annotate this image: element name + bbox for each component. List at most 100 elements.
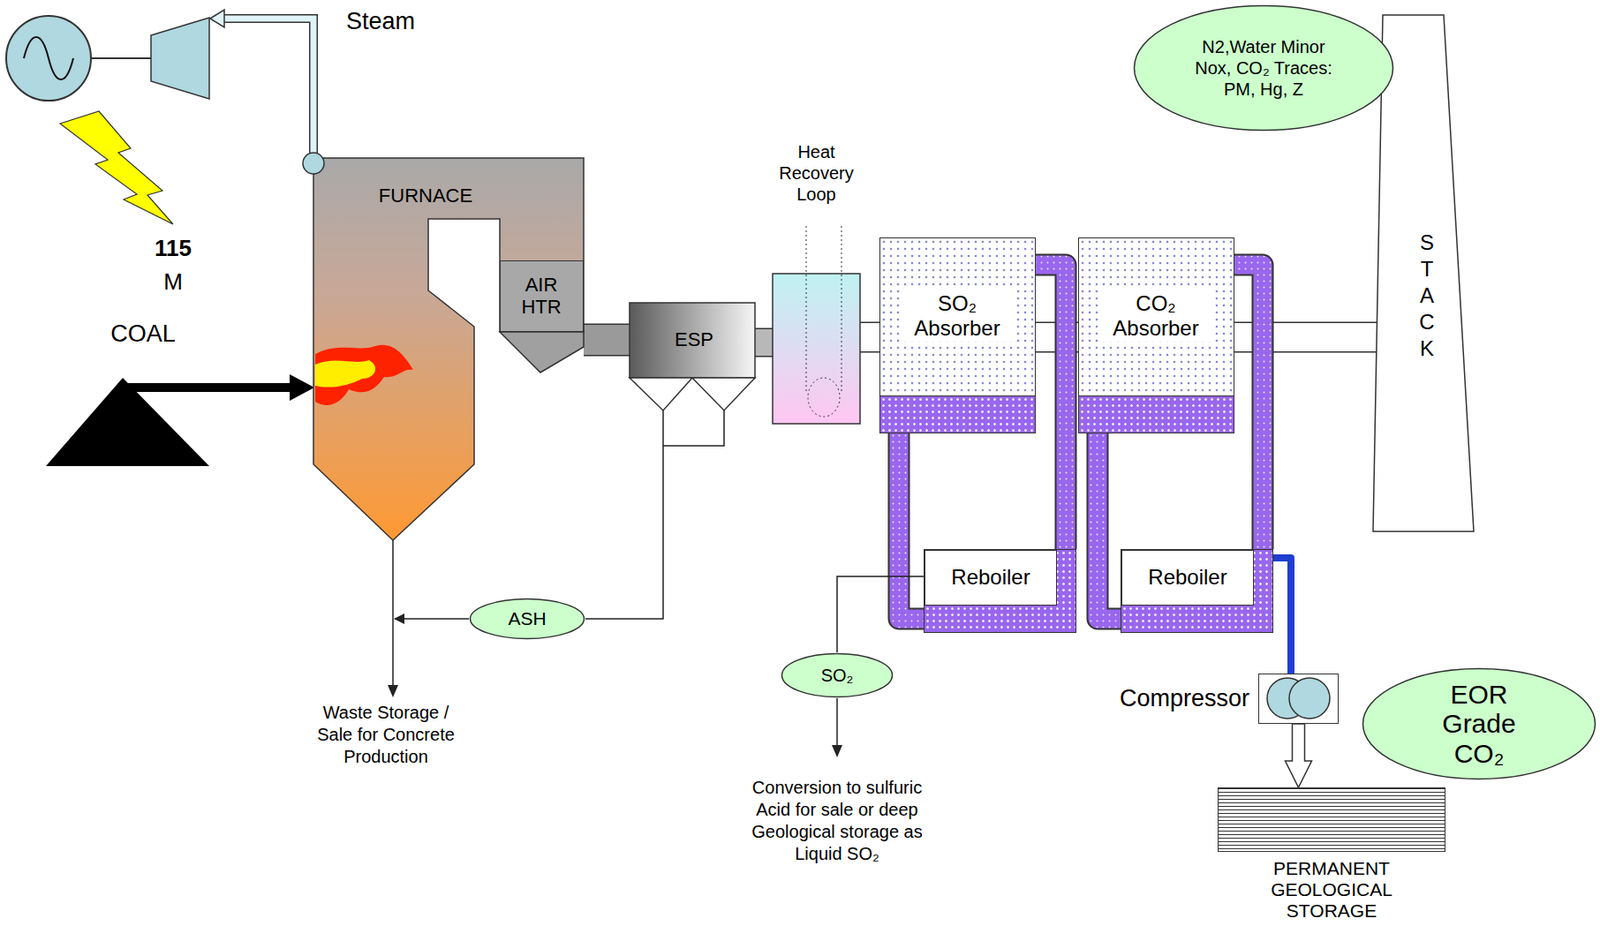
connector-stroke [1234,264,1263,550]
connector-stroke [1097,433,1121,619]
heat-recovery-loop: Heat Recovery Loop [772,141,861,424]
connector-stroke [837,576,924,653]
node-text: Heat Recovery Loop [772,141,861,205]
connector-stroke [1273,558,1291,674]
compressor-box [1258,673,1339,725]
shape-outline [313,158,584,541]
node-text: Compressor [1077,684,1250,713]
flow-line [394,618,469,620]
furnace-outline [313,158,584,541]
generator [6,15,91,101]
label-text: COAL [98,319,188,348]
connector-stroke [1234,264,1263,550]
steam-drum [302,152,325,174]
ellipse-outline [1134,6,1394,131]
esp-hopper [629,377,693,411]
compressor-rotors [1258,673,1339,725]
so2-out-arrowhead [831,745,843,758]
solvent-pipe [1097,433,1121,619]
connector-stroke [583,324,630,355]
connector-stroke [898,433,924,619]
esp-hopper [692,377,755,411]
esp-body [629,302,755,378]
steam-pipe-outline [220,18,314,155]
turbine [150,17,210,99]
solvent-pipe [898,433,924,619]
flue-duct [583,339,630,341]
node-text: Reboiler [924,565,1057,591]
stack: STACK [1372,15,1475,533]
connector-stroke [1035,264,1066,550]
so2-out-line [836,698,838,749]
sine-wave [23,37,74,80]
connector-stroke [583,324,630,357]
absorber-sump [1079,395,1234,433]
connector-stroke [585,410,664,619]
flow-line [837,576,924,653]
node-text: STACK [1416,229,1438,363]
hopper-line [663,410,725,446]
label-text: M [146,268,200,296]
connector-stroke [754,328,773,358]
ash-ellipse: ASH [468,597,586,641]
co2-absorber: CO₂ Absorber [1078,237,1235,434]
waste-arrowhead [387,685,399,698]
node-text: AIR HTR [513,273,570,319]
node-text: CO₂ Absorber [1098,289,1214,342]
node-text: EOR Grade CO₂ [1434,679,1524,770]
ellipse-outline [1363,669,1596,780]
shape-outline [772,141,861,424]
node-text: ASH [468,607,586,630]
node-text: PERMANENT GEOLOGICAL STORAGE [1252,858,1412,922]
node-text: SO₂ Absorber [899,289,1015,342]
waste-line [392,540,394,689]
reboiler: Reboiler [923,549,1077,634]
reboiler: Reboiler [1120,549,1274,634]
flue-gas-ellipse: N2,Water Minor Nox, CO₂ Traces: PM, Hg, … [1132,4,1395,132]
eor-ellipse: EOR Grade CO₂ [1361,667,1597,781]
so2-absorber: SO₂ Absorber [879,237,1036,434]
connector-stroke [1035,264,1066,550]
furnace: FURNACE AIR HTR [313,158,584,541]
loop-pipe [806,226,808,394]
flue-duct [860,337,880,339]
label-text: Conversion to sulfuric Acid for sale or … [739,777,935,866]
geological-storage: PERMANENT GEOLOGICAL STORAGE [1217,787,1446,934]
label-text: Waste Storage / Sale for Concrete Produc… [306,701,466,769]
connector-stroke [1097,433,1121,619]
loop-pipe [841,226,843,394]
connector-stroke [1285,724,1313,788]
absorber-sump [880,395,1035,433]
node-text: Reboiler [1121,565,1254,591]
flow-line [585,410,664,619]
connector-stroke [860,323,880,352]
coal-feed-head [289,374,315,401]
node-text: N2,Water Minor Nox, CO₂ Traces: PM, Hg, … [1194,36,1333,100]
injection-arrow [1285,724,1313,788]
coal-feed [122,383,295,393]
loop-coil [807,377,840,417]
heat-exchanger-box [772,273,861,424]
shape-outline [629,302,755,411]
node-text: ESP [649,328,739,352]
connector-stroke [394,618,469,620]
lightning-bolt [60,111,174,225]
co2-pipe [1273,558,1291,674]
solvent-pipe [1234,264,1263,550]
node-text: FURNACE [368,184,484,208]
node-text: SO₂ [780,664,894,687]
air-heater-hopper [499,332,584,373]
shaft [90,57,151,60]
compressor: Compressor [1077,673,1339,725]
air-heater: AIR HTR [499,260,584,333]
connector-stroke [898,433,924,619]
label-text: 115 [146,234,200,263]
flame-core [315,360,376,388]
flue-duct [754,342,773,344]
esp: ESP [629,302,755,411]
steam-arrowhead [210,9,225,28]
connector-stroke [754,329,773,356]
so2-ellipse: SO₂ [780,652,894,699]
solvent-pipe [1035,264,1066,550]
